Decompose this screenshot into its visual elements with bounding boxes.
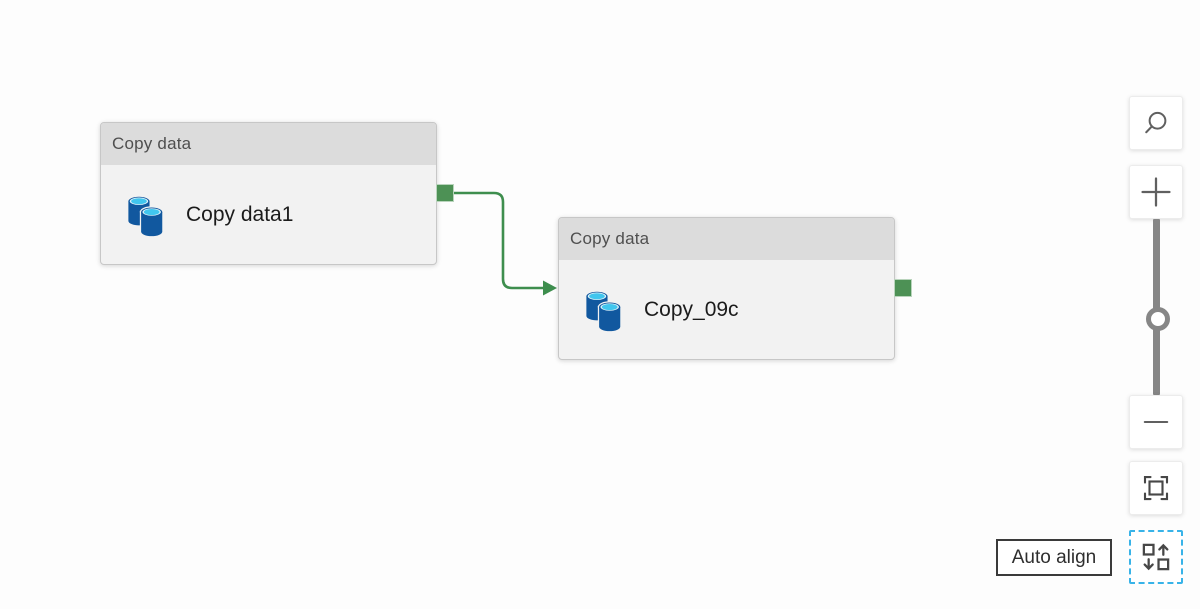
- activity-name: Copy_09c: [644, 297, 739, 321]
- search-icon: [1145, 111, 1167, 134]
- activity-body: Copy data1: [101, 165, 436, 264]
- activity-type-header: Copy data: [559, 218, 894, 260]
- zoom-in-button[interactable]: [1129, 165, 1183, 219]
- activity-type-label: Copy data: [112, 134, 192, 153]
- activity-body: Copy_09c: [559, 260, 894, 359]
- fit-to-screen-button[interactable]: [1129, 461, 1183, 515]
- connector-line[interactable]: [454, 191, 543, 290]
- plus-icon: [1141, 177, 1171, 207]
- auto-align-tooltip-label: Auto align: [1011, 546, 1097, 568]
- fit-to-screen-icon: [1143, 475, 1169, 501]
- copy-data-icon: [586, 291, 622, 333]
- activity-node-copy-09c[interactable]: Copy data Copy_09c: [558, 217, 895, 360]
- activity-type-label: Copy data: [570, 229, 650, 248]
- connector-arrowhead: [543, 280, 557, 296]
- zoom-slider-handle[interactable]: [1146, 307, 1170, 331]
- activity-name: Copy data1: [186, 202, 294, 226]
- copy-data-icon: [128, 196, 164, 238]
- output-port[interactable]: [894, 279, 912, 297]
- auto-align-tooltip: Auto align: [996, 539, 1112, 576]
- activity-node-copy-data1[interactable]: Copy data Copy data1: [100, 122, 437, 265]
- output-port[interactable]: [436, 184, 454, 202]
- auto-align-arrows-icon: [1142, 543, 1170, 571]
- auto-align-button[interactable]: [1129, 530, 1183, 584]
- search-button[interactable]: [1129, 96, 1183, 150]
- zoom-out-button[interactable]: [1129, 395, 1183, 449]
- minus-icon: [1143, 421, 1169, 423]
- activity-type-header: Copy data: [101, 123, 436, 165]
